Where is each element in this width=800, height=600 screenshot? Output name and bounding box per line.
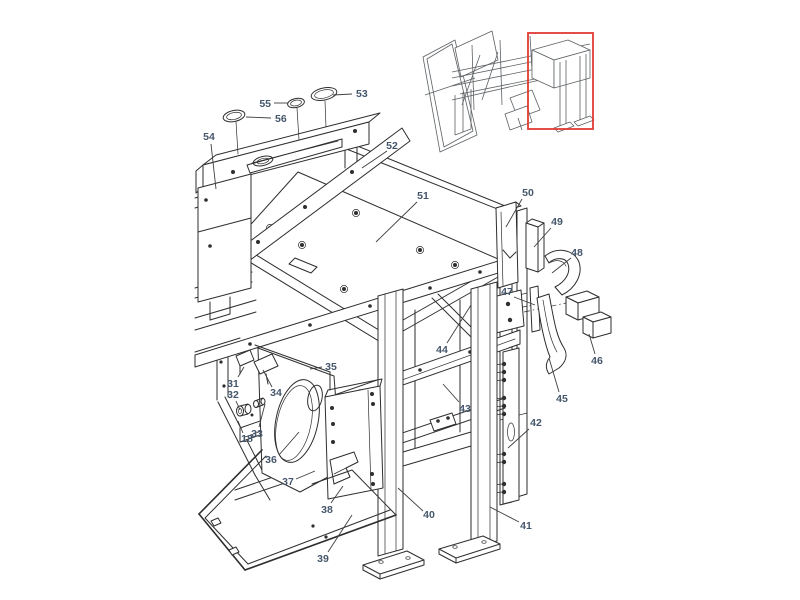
part-brackets-31-34 xyxy=(235,349,279,385)
part-bracket-50 xyxy=(495,201,522,289)
callout-37: 37 xyxy=(282,476,294,488)
leader-line-49 xyxy=(533,227,552,248)
leader-line-35 xyxy=(309,366,323,370)
part-skid-39 xyxy=(198,449,397,571)
part-strap-45 xyxy=(536,293,567,375)
callout-52: 52 xyxy=(386,140,398,152)
leader-line-51 xyxy=(375,201,418,243)
leader-line-46 xyxy=(588,333,596,355)
callout-35: 35 xyxy=(325,361,337,373)
leader-line-39 xyxy=(327,514,353,553)
callout-34: 34 xyxy=(270,387,282,399)
leader-line-56 xyxy=(245,116,272,119)
callout-36: 36 xyxy=(265,454,277,466)
leader-line-33 xyxy=(258,403,266,428)
part-hook-48 xyxy=(544,249,581,296)
leader-line-50 xyxy=(505,198,523,228)
callout-54: 54 xyxy=(203,131,215,143)
callout-53: 53 xyxy=(356,88,368,100)
part-leg-41 xyxy=(438,281,501,564)
leader-line-18 xyxy=(237,420,244,434)
callout-49: 49 xyxy=(551,216,563,228)
part-bar-49 xyxy=(525,218,545,273)
leader-line-37 xyxy=(295,470,316,480)
inset-highlight-box xyxy=(527,32,594,130)
leader-line-52 xyxy=(361,150,388,169)
callout-39: 39 xyxy=(317,553,329,565)
leader-line-47 xyxy=(513,296,536,306)
leader-line-36 xyxy=(278,431,300,456)
inset-machine-drawing xyxy=(422,30,595,153)
callout-32: 32 xyxy=(227,389,239,401)
callout-31: 31 xyxy=(227,378,239,390)
callout-33: 33 xyxy=(251,428,263,440)
leader-line-53 xyxy=(332,93,353,96)
part-top-beam xyxy=(195,112,381,194)
leader-line-41 xyxy=(489,506,520,523)
leader-line-45 xyxy=(548,357,560,393)
part-side-panel-54 xyxy=(197,173,252,321)
part-caps-53-55-56 xyxy=(222,87,338,155)
callout-40: 40 xyxy=(423,509,435,521)
callout-41: 41 xyxy=(520,520,532,532)
callout-55: 55 xyxy=(259,98,271,110)
callout-47: 47 xyxy=(501,286,513,298)
callout-46: 46 xyxy=(591,355,603,367)
leader-line-34 xyxy=(262,369,273,388)
callouts: 53 55 56 54 52 51 50 49 48 47 46 45 44 43 42 41 40 39 38 37… xyxy=(203,88,603,565)
leader-line-31 xyxy=(237,366,245,378)
callout-18: 18 xyxy=(241,433,253,445)
callout-51: 51 xyxy=(417,190,429,202)
leader-line-43 xyxy=(442,383,460,403)
leader-line-38 xyxy=(330,485,344,504)
leader-line-48 xyxy=(551,257,572,274)
leader-line-32 xyxy=(235,400,241,411)
callout-50: 50 xyxy=(522,187,534,199)
part-bracket-38 xyxy=(329,451,359,485)
part-panel-36 xyxy=(254,344,342,493)
callout-44: 44 xyxy=(436,344,448,356)
inset-overview xyxy=(422,30,595,153)
part-deck-51 xyxy=(234,171,506,344)
callout-43: 43 xyxy=(459,403,471,415)
leader-line-42 xyxy=(507,428,530,449)
main-diagram xyxy=(194,87,612,580)
leader-line-44 xyxy=(446,304,472,344)
callout-38: 38 xyxy=(321,504,333,516)
callout-56: 56 xyxy=(275,113,287,125)
part-blocks-46 xyxy=(523,290,612,339)
callout-48: 48 xyxy=(571,247,583,259)
part-fasteners-18-32-33 xyxy=(236,397,266,417)
leader-line-54 xyxy=(210,143,217,190)
callout-42: 42 xyxy=(530,417,542,429)
leader-line-40 xyxy=(397,487,424,512)
callout-45: 45 xyxy=(556,393,568,405)
